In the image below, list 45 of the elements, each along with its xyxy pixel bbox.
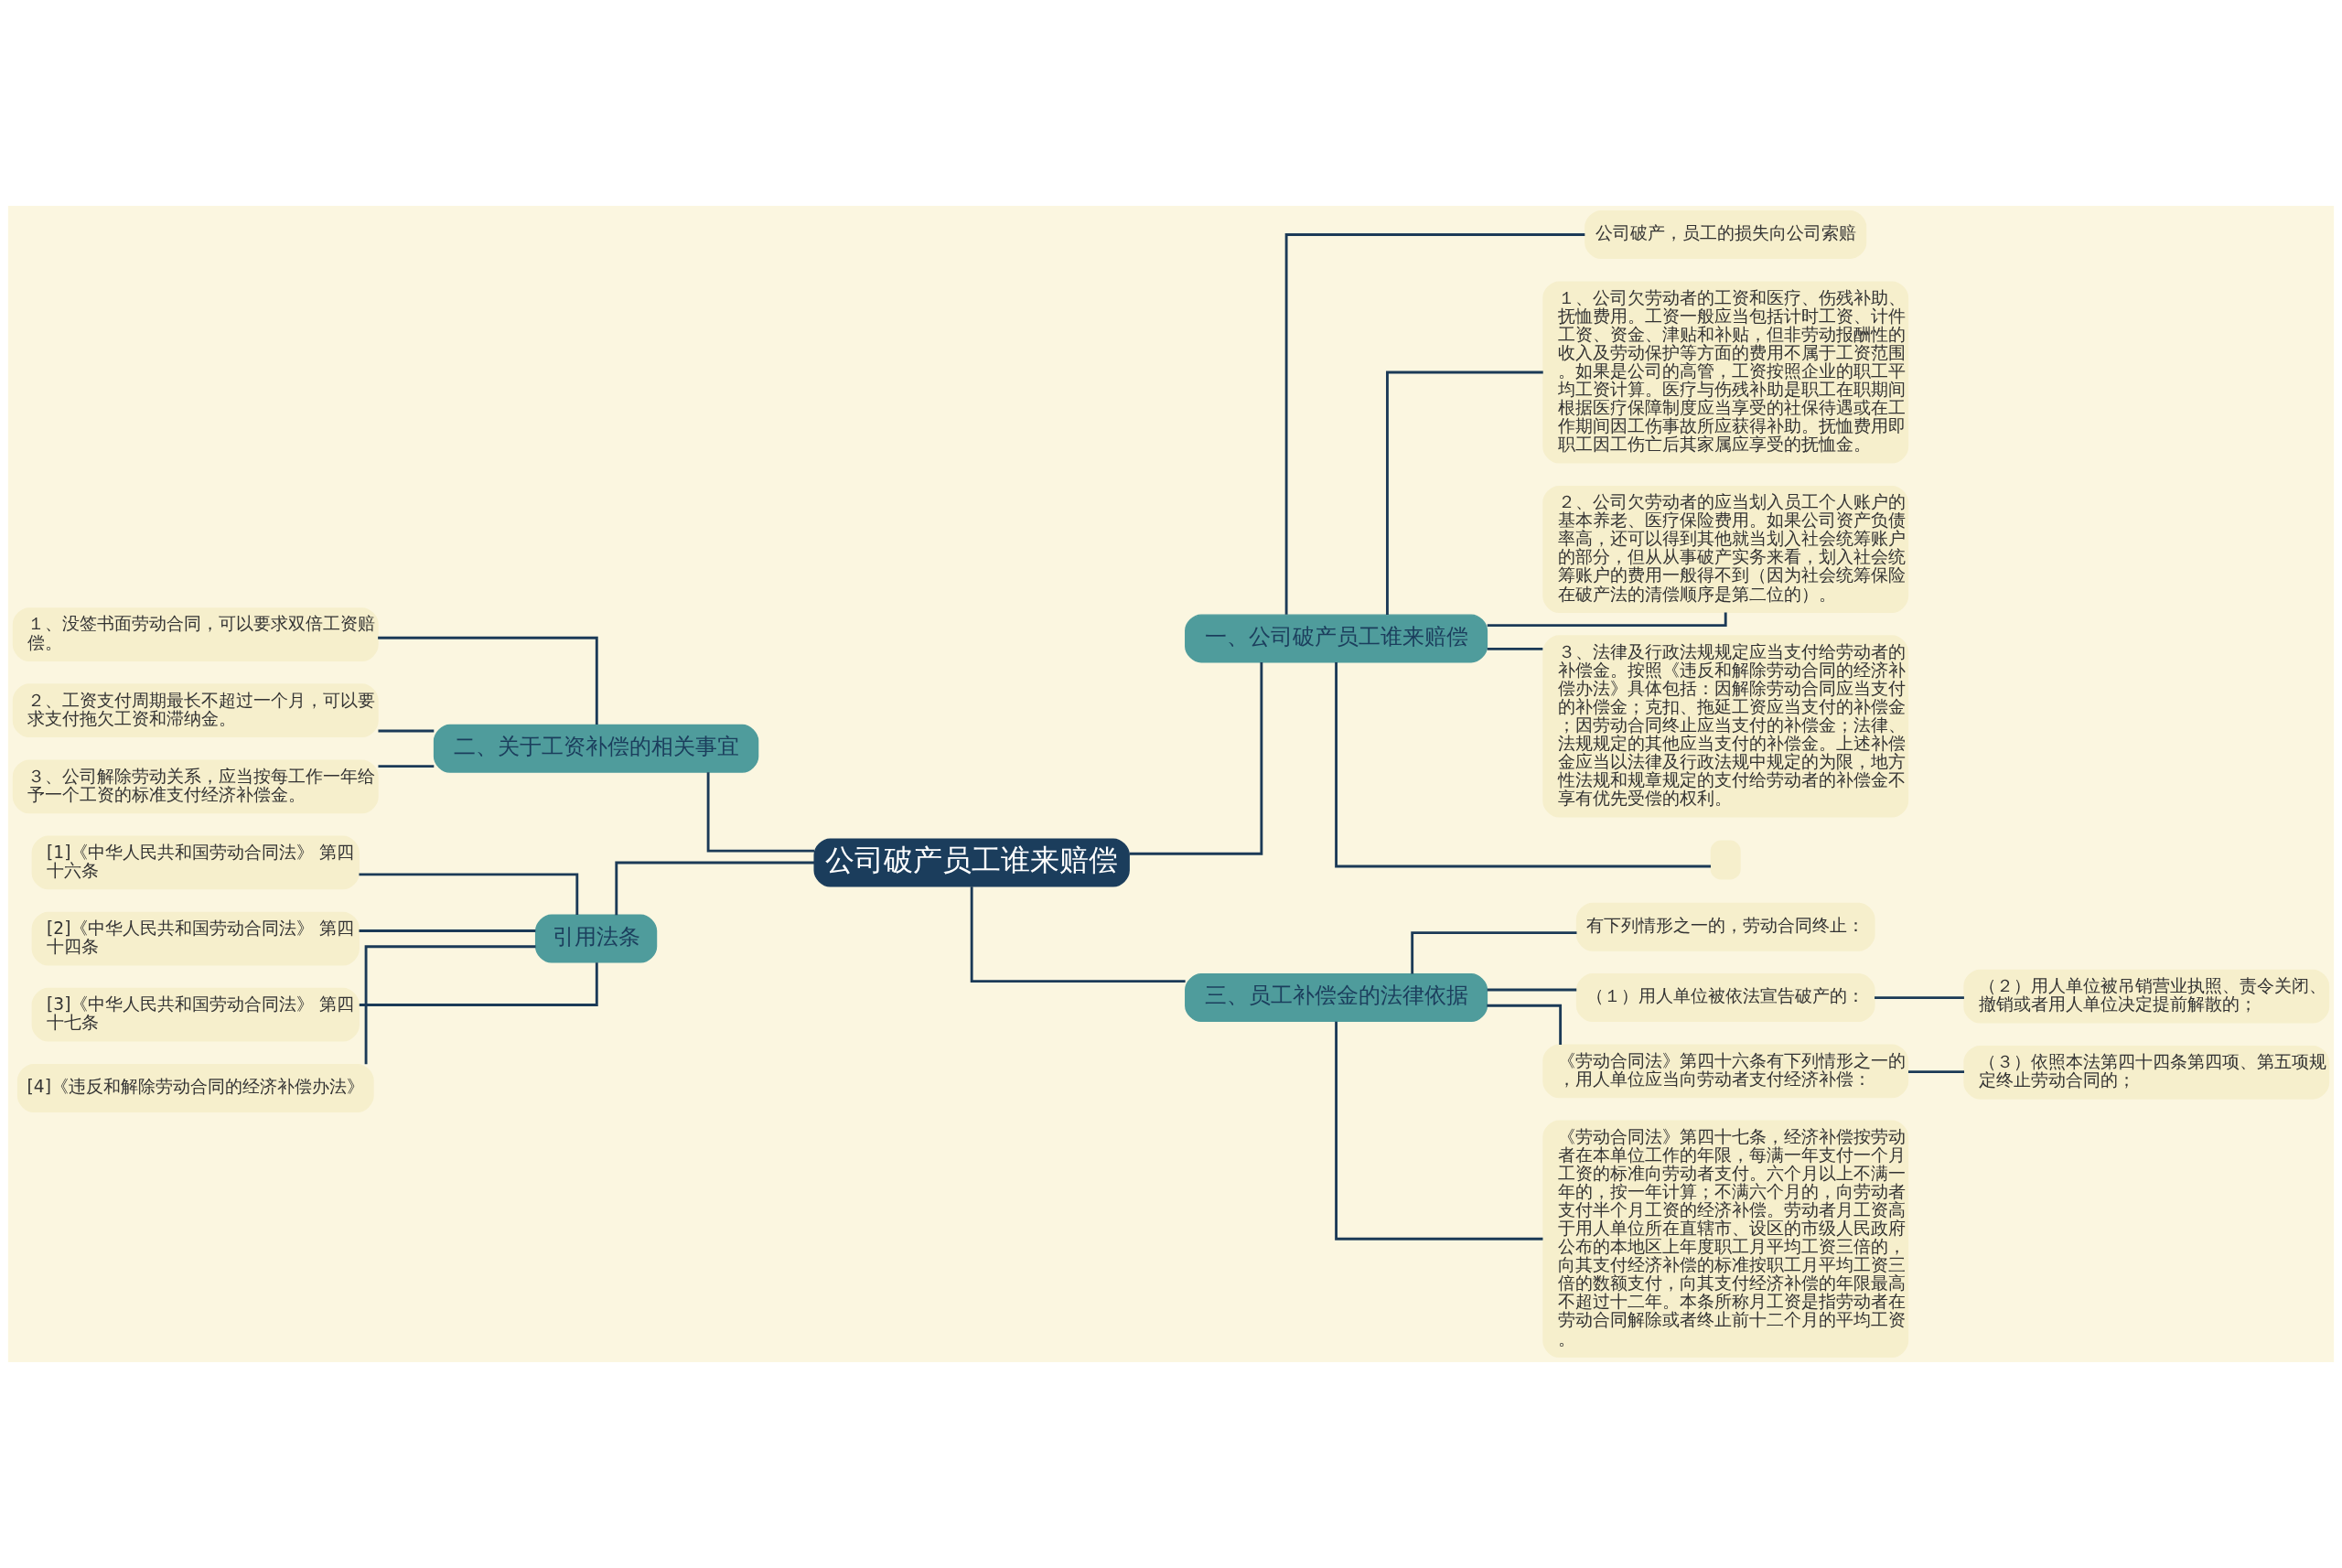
connector: [1907, 1070, 1965, 1073]
node-box: （３）依照本法第四十四条第四项、第五项规定终止劳动合同的；: [1963, 1045, 2330, 1100]
node-box: [2]《中华人民共和国劳动合同法》 第四十四条: [31, 911, 360, 966]
node-box: ２、工资支付周期最长不超过一个月，可以要求支付拖欠工资和滞纳金。: [12, 683, 379, 738]
node-box: ３、公司解除劳动关系，应当按每工作一年给予一个工资的标准支付经济补偿金。: [12, 759, 379, 814]
connector: [1411, 931, 1577, 974]
connector: [359, 929, 536, 932]
connector: [359, 962, 598, 1006]
node-box: 二、关于工资补偿的相关事宜: [433, 724, 759, 773]
node-box: １、公司欠劳动者的工资和医疗、伤残补助、抚恤费用。工资一般应当包括计时工资、计件工资、资金、津贴和补贴，但非劳动报酬性的收入及劳动保护等方面的费用不属于工资范围。如果是公司的高管，工资按照企业的职工平均工资计算。医疗与伤残补助是职工在职期间根据医疗保障制度应当享受的社保待遇或在工作期间因工伤事故所应获得补助。抚恤费用即职工因工伤亡后其家属应享受的抚恤金。: [1542, 281, 1909, 464]
connector: [378, 636, 598, 725]
connector: [1487, 647, 1543, 650]
node-box: [1]《中华人民共和国劳动合同法》 第四十六条: [31, 835, 360, 890]
connector: [364, 945, 536, 1065]
connector: [970, 886, 1186, 983]
connector: [1386, 371, 1543, 616]
node-box: 公司破产员工谁来赔偿: [813, 838, 1130, 887]
node-box: （２）用人单位被吊销营业执照、责令关闭、撤销或者用人单位决定提前解散的；: [1963, 969, 2330, 1024]
connector: [1875, 996, 1964, 1000]
node-box: （１）用人单位被依法宣告破产的：: [1575, 973, 1875, 1023]
node-box: ３、法律及行政法规规定应当支付给劳动者的补偿金。按照《违反和解除劳动合同的经济补偿办法》具体包括：因解除劳动合同应当支付的补偿金；克扣、拖延工资应当支付的补偿金；因劳动合同终止应当支付的补偿金；法律、法规规定的其他应当支付的补偿金。上述补偿金应当以法律及行政法规中规定的为限，地方性法规和规章规定的支付给劳动者的补偿金不享有优先受偿的权利。: [1542, 635, 1909, 818]
node-box: 三、员工补偿金的法律依据: [1185, 973, 1488, 1023]
node-box: [3]《中华人民共和国劳动合同法》 第四十七条: [31, 987, 360, 1042]
connector: [1335, 662, 1712, 868]
connector: [359, 873, 579, 915]
connector: [706, 772, 815, 853]
node-box: 《劳动合同法》第四十七条，经济补偿按劳动者在本单位工作的年限，每满一年支付一个月工资的标准向劳动者支付。六个月以上不满一年的，按一年计算；不满六个月的，向劳动者支付半个月工资的经济补偿。劳动者月工资高于用人单位所在直辖市、设区的市级人民政府公布的本地区上年度职工月平均工资三倍的，向其支付经济补偿的标准按职工月平均工资三倍的数额支付，向其支付经济补偿的年限最高不超过十二年。本条所称月工资是指劳动者在劳动合同解除或者终止前十二个月的平均工资。: [1542, 1120, 1909, 1358]
node-box: 有下列情形之一的，劳动合同终止：: [1575, 902, 1875, 951]
node-box: [4]《违反和解除劳动合同的经济补偿办法》: [16, 1063, 374, 1112]
node-box: [1710, 840, 1741, 880]
node-box: １、没签书面劳动合同，可以要求双倍工资赔偿。: [12, 607, 379, 661]
connector: [1487, 1004, 1563, 1046]
node-box: ２、公司欠劳动者的应当划入员工个人账户的基本养老、医疗保险费用。如果公司资产负债率高，还可以得到其他就当划入社会统筹账户的部分，但从从事破产实务来看，划入社会统筹账户的费用一般得不到（因为社会统筹保险在破产法的清偿顺序是第二位的）。: [1542, 485, 1909, 613]
node-box: 《劳动合同法》第四十六条有下列情形之一的，用人单位应当向劳动者支付经济补偿：: [1542, 1044, 1909, 1099]
node-box: 一、公司破产员工谁来赔偿: [1185, 614, 1488, 663]
connector: [1487, 988, 1577, 992]
connector: [1129, 662, 1263, 855]
connector: [378, 765, 435, 768]
connector: [615, 861, 815, 916]
node-box: 引用法条: [534, 914, 658, 963]
connector: [1284, 233, 1585, 615]
node-box: 公司破产，员工的损失向公司索赔: [1585, 210, 1867, 260]
connector: [1335, 1021, 1543, 1240]
connector: [1487, 612, 1727, 628]
connector: [378, 729, 435, 733]
